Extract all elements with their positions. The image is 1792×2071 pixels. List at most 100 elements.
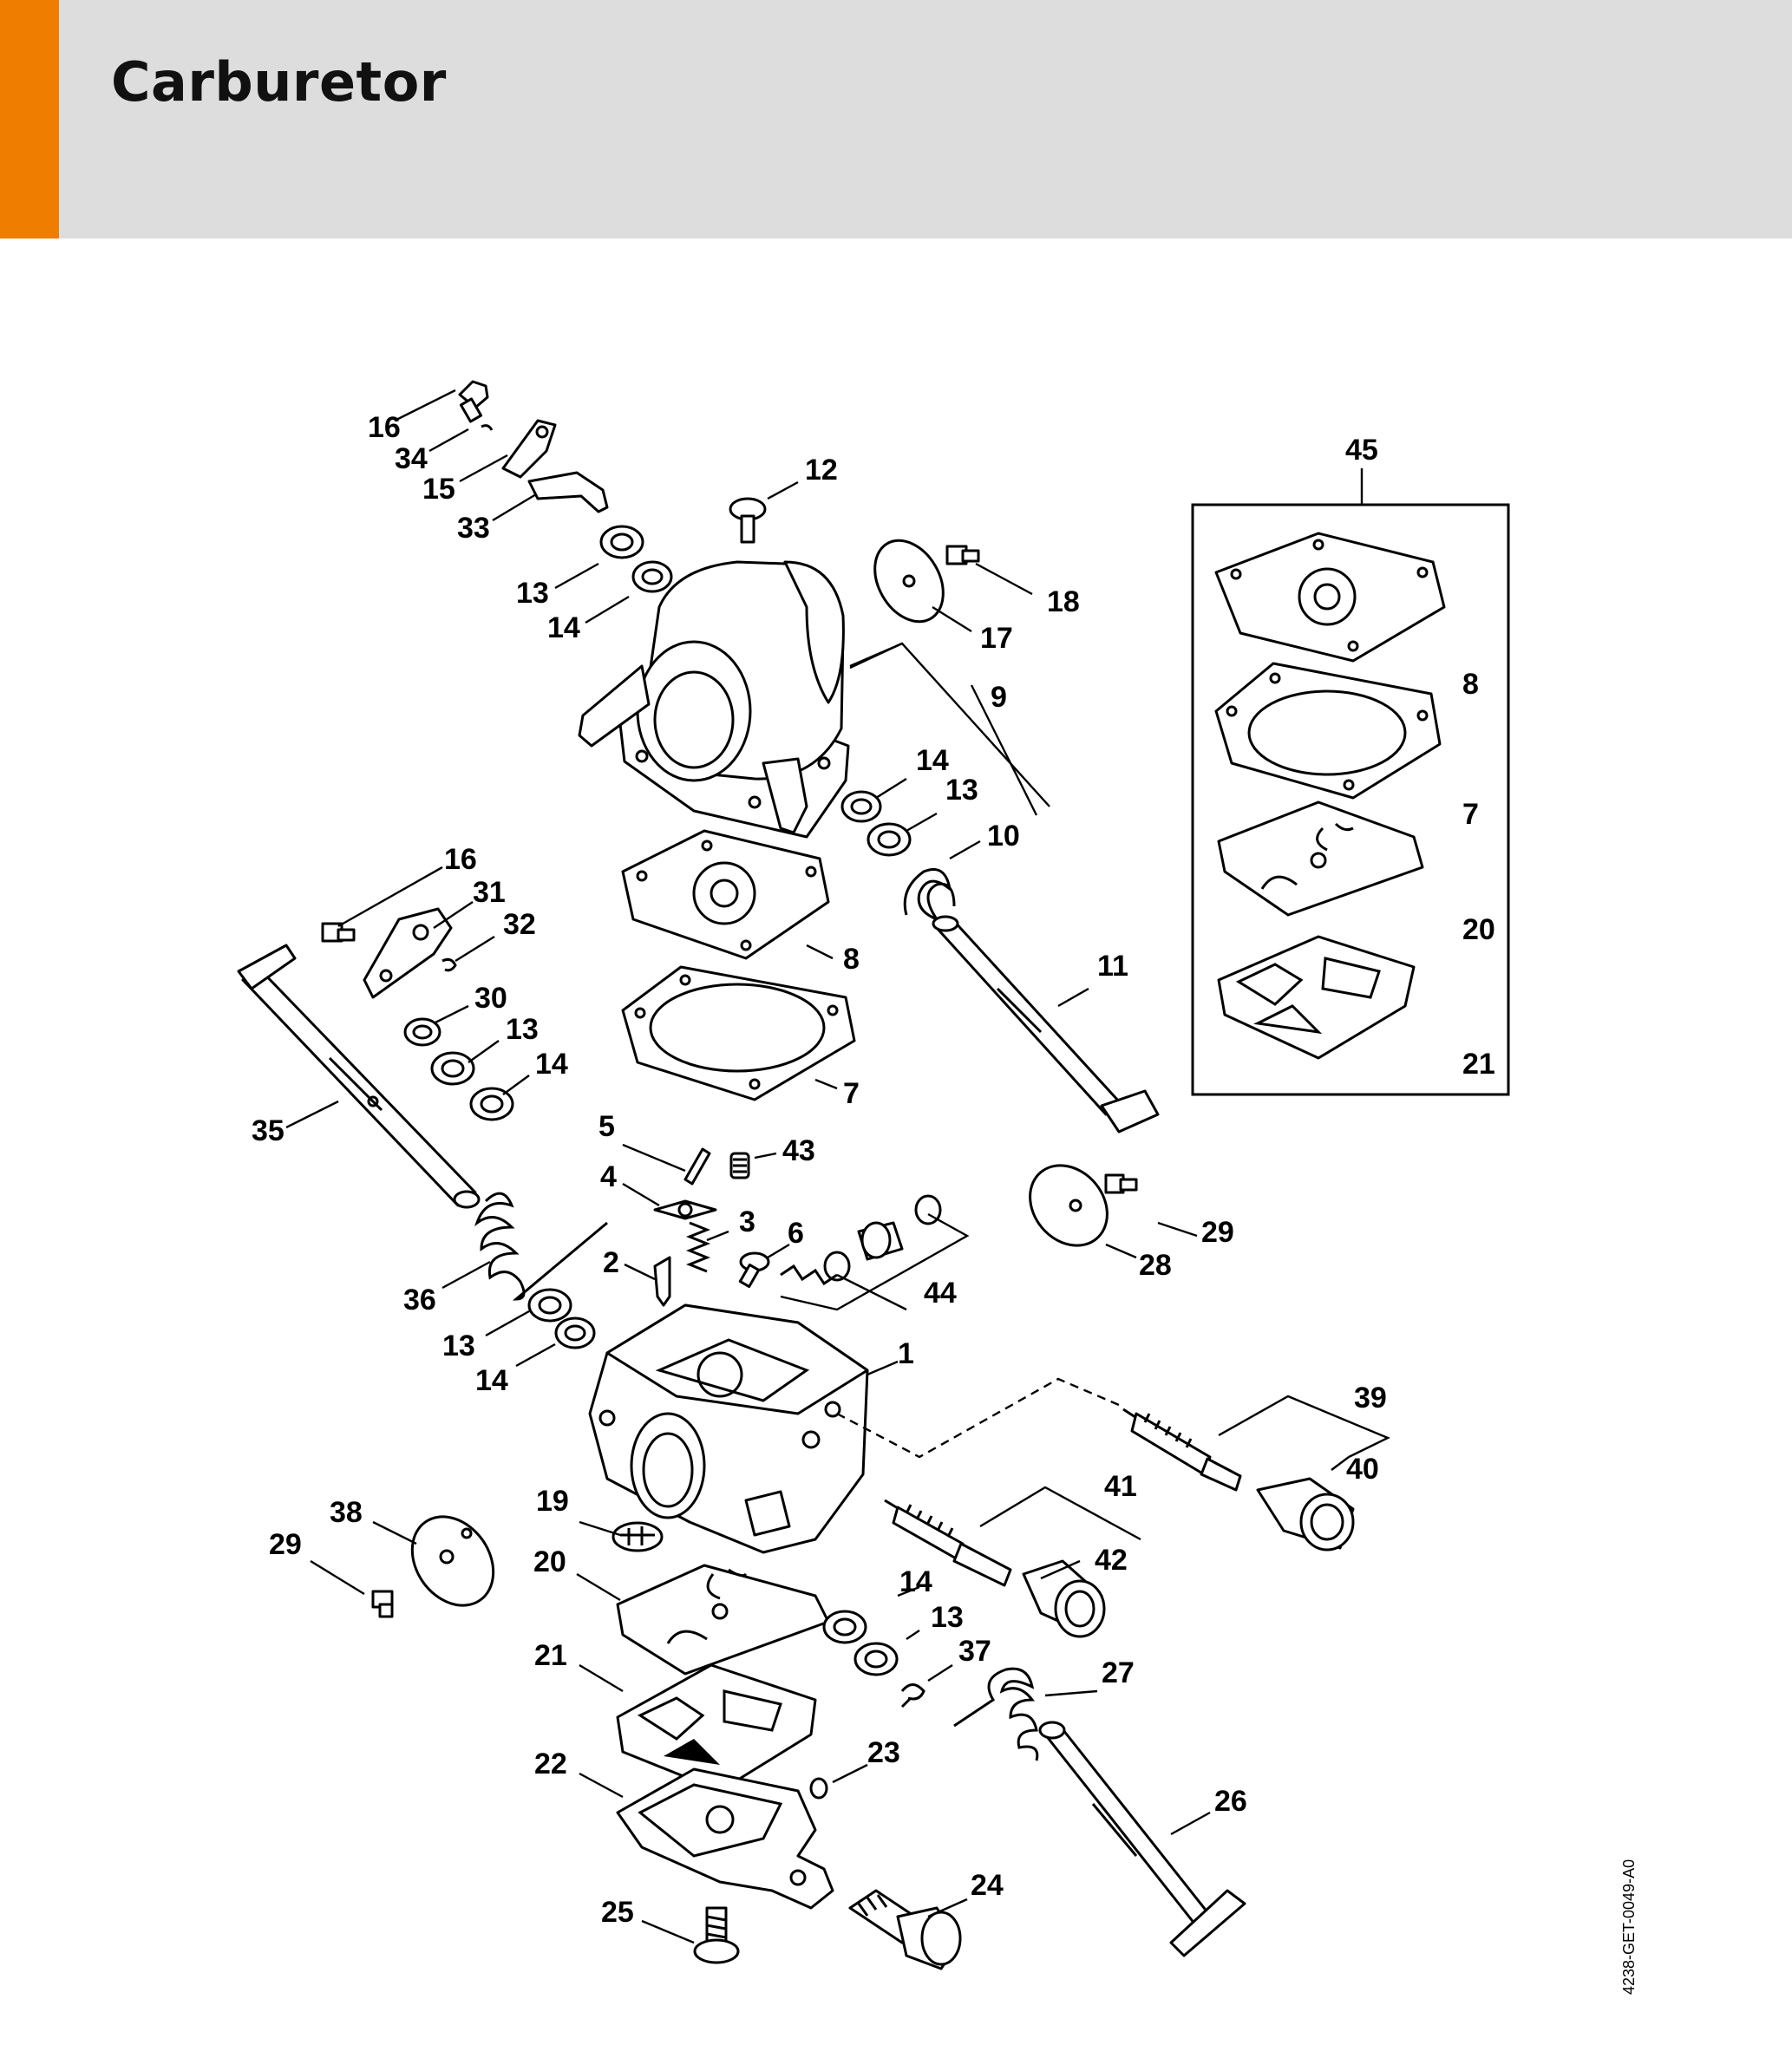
carburetor-body-1 (588, 1303, 869, 1554)
callout-20-a: 20 (533, 1545, 566, 1578)
screw-43 (729, 1152, 750, 1179)
callout-14-e: 14 (899, 1565, 932, 1598)
leader-lines (285, 389, 1390, 1944)
callout-29-right: 29 (1201, 1216, 1234, 1249)
kit-45-box (1191, 468, 1510, 1096)
bushing-14-lowright (822, 1610, 867, 1644)
filter-19 (612, 1521, 664, 1552)
needle-2 (653, 1256, 671, 1307)
callout-45: 45 (1345, 434, 1378, 467)
header-band (0, 0, 1792, 238)
callout-11: 11 (1097, 950, 1128, 983)
callout-26: 26 (1214, 1785, 1247, 1818)
callout-9: 9 (991, 681, 1007, 714)
callout-1: 1 (898, 1337, 914, 1370)
valve-set-44 (780, 1194, 942, 1286)
gasket-7 (621, 965, 856, 1101)
callout-21-a: 21 (534, 1639, 567, 1672)
pin-5 (683, 1147, 711, 1186)
callout-22: 22 (534, 1748, 567, 1780)
bushing-14-right (840, 790, 882, 823)
callout-24: 24 (971, 1869, 1004, 1902)
callout-12: 12 (805, 454, 838, 487)
spring-36 (474, 1192, 608, 1301)
callout-25: 25 (601, 1896, 634, 1929)
callout-44: 44 (924, 1277, 957, 1310)
callout-13-d: 13 (442, 1329, 475, 1362)
shaft-11 (932, 915, 1160, 1133)
callout-16-left: 16 (444, 843, 477, 876)
callout-6: 6 (788, 1217, 804, 1250)
page-title: Carburetor (111, 50, 447, 114)
document-id: 4238-GET-0049-A0 (1620, 1859, 1638, 1995)
screw-18 (945, 545, 980, 565)
bushing-13-left (430, 1051, 475, 1086)
callout-29-left: 29 (269, 1528, 302, 1561)
gasket-21 (616, 1663, 817, 1793)
callout-8-a: 8 (843, 943, 860, 976)
clip-32 (441, 957, 457, 972)
kit-gasket-8 (1214, 532, 1446, 663)
callout-27: 27 (1102, 1656, 1135, 1689)
plate-17 (873, 539, 945, 624)
callout-18: 18 (1047, 585, 1080, 618)
bushing-14-upper (631, 560, 673, 593)
callout-35: 35 (252, 1114, 284, 1147)
gasket-8 (621, 829, 830, 960)
callout-20-b: 20 (1462, 913, 1495, 946)
callout-31: 31 (473, 876, 506, 909)
screw-25 (693, 1906, 740, 1964)
callout-23: 23 (867, 1736, 900, 1769)
shaft-26 (1038, 1721, 1246, 1957)
needle-41 (884, 1499, 1012, 1587)
plate-28 (1029, 1164, 1109, 1247)
screw-6 (738, 1251, 770, 1289)
bushing-30 (403, 1017, 441, 1047)
shaft-35 (237, 944, 481, 1209)
screw-12 (729, 497, 767, 544)
callout-14-d: 14 (475, 1364, 508, 1397)
callout-10: 10 (987, 820, 1020, 853)
callout-14-b: 14 (916, 744, 949, 777)
screw-24 (848, 1889, 962, 1970)
callout-30: 30 (474, 982, 507, 1015)
needle-39 (1122, 1408, 1242, 1492)
callout-7-b: 7 (1462, 798, 1479, 831)
callout-3: 3 (739, 1205, 755, 1238)
callout-5: 5 (598, 1110, 615, 1143)
spring-27 (953, 1667, 1039, 1761)
bushing-13-lower (527, 1288, 572, 1323)
callout-8-b: 8 (1462, 668, 1479, 701)
cap-42 (1022, 1559, 1106, 1638)
callout-39: 39 (1354, 1382, 1387, 1414)
callout-13-e: 13 (931, 1601, 964, 1634)
callout-16-top: 16 (368, 411, 401, 444)
plug-23 (809, 1777, 828, 1800)
kit-gasket-21 (1217, 935, 1416, 1060)
screw-29-right (1104, 1173, 1138, 1194)
callout-40: 40 (1346, 1453, 1379, 1486)
callout-38: 38 (330, 1496, 363, 1529)
bushing-13-upper (599, 525, 644, 559)
bushing-14-lower (554, 1316, 596, 1349)
bushing-14-left (469, 1087, 514, 1121)
diaphragm-20 (616, 1564, 830, 1676)
callout-19: 19 (536, 1485, 569, 1518)
callout-32: 32 (503, 908, 536, 941)
lever-4 (653, 1199, 717, 1220)
callout-37: 37 (958, 1635, 991, 1668)
callout-2: 2 (603, 1246, 619, 1279)
callout-43: 43 (782, 1134, 815, 1167)
callout-14-a: 14 (547, 611, 580, 644)
callout-numbers: 16 34 15 33 13 14 12 18 17 9 14 13 10 11… (252, 411, 1495, 1929)
callout-17: 17 (980, 622, 1013, 655)
accent-bar (0, 0, 59, 238)
kit-diaphragm-20 (1217, 800, 1424, 917)
callout-34: 34 (395, 442, 428, 475)
choke-lever-assembly (458, 380, 609, 513)
bushing-13-right (867, 822, 912, 857)
callout-7-a: 7 (843, 1077, 860, 1110)
plate-38 (410, 1515, 495, 1607)
callout-13-b: 13 (945, 774, 978, 807)
